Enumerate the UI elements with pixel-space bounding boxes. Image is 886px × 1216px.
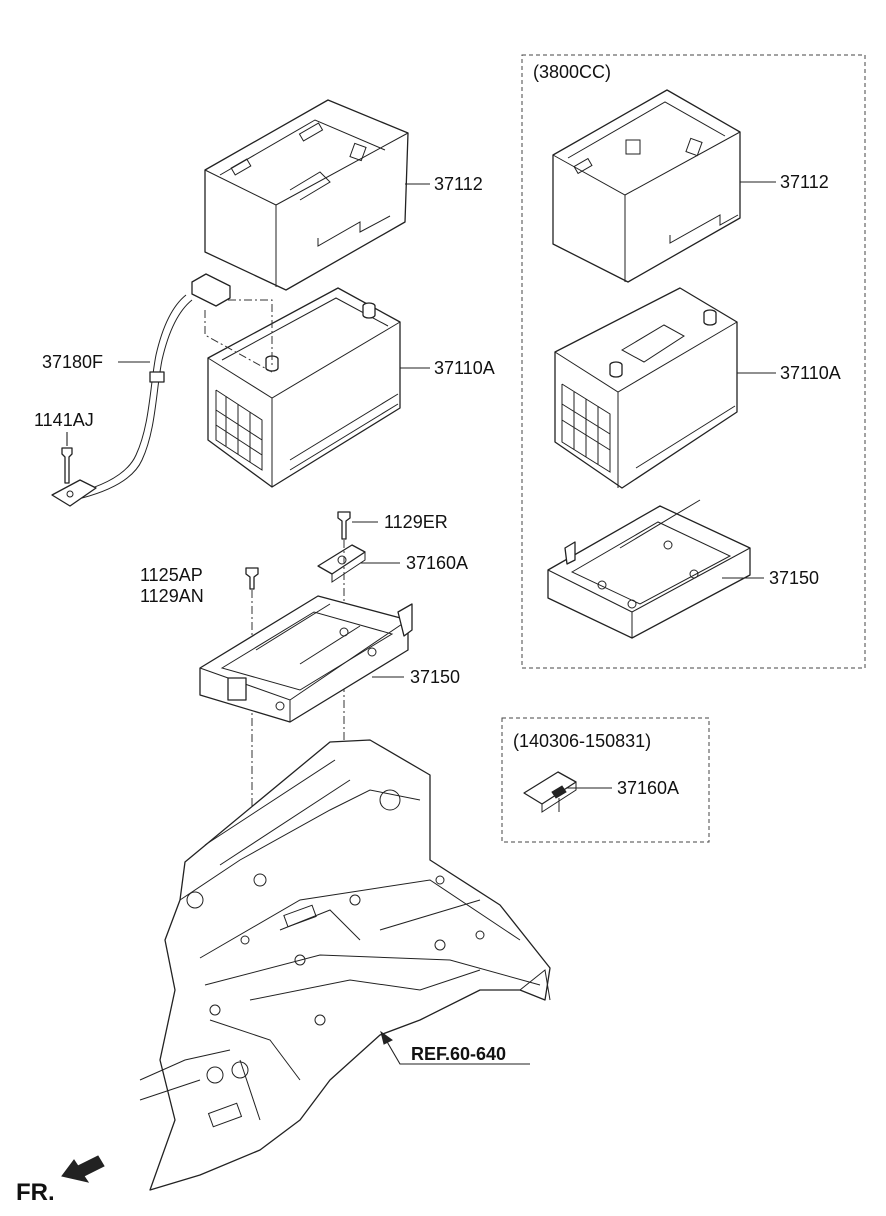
- label-37150-main: 37150: [410, 667, 461, 687]
- label-date-range: (140306-150831): [513, 731, 652, 751]
- label-37150-3800: 37150: [769, 568, 820, 588]
- bolt-1125ap: [245, 567, 259, 590]
- body-floor-panel: [139, 739, 551, 1191]
- front-arrow-icon: [61, 1155, 105, 1183]
- label-37112-main: 37112: [434, 174, 483, 194]
- bracket-37160a-alt: [523, 771, 577, 813]
- battery-tray-main: [199, 595, 413, 723]
- label-37160a-main: 37160A: [406, 553, 469, 573]
- label-3800cc: (3800CC): [533, 62, 612, 82]
- cable-terminal-dashline: [204, 310, 273, 373]
- label-37160a-alt: 37160A: [617, 778, 680, 798]
- bolt-1129er: [337, 511, 351, 540]
- bracket-37160a: [317, 544, 366, 583]
- ref-leader: [385, 1039, 530, 1065]
- label-37110a-main: 37110A: [434, 358, 495, 378]
- group-box-3800cc: [521, 54, 866, 669]
- label-1125ap: 1125AP: [140, 565, 203, 585]
- label-front: FR.: [16, 1179, 55, 1206]
- battery-tray-3800: [547, 499, 751, 639]
- label-1129an: 1129AN: [140, 586, 204, 606]
- battery-cover-main: [204, 99, 409, 291]
- label-ref-60-640: REF.60-640: [411, 1044, 507, 1064]
- label-1141aj: 1141AJ: [34, 410, 94, 430]
- battery-cable: [51, 273, 231, 507]
- label-37180f: 37180F: [42, 352, 104, 372]
- label-37110a-3800: 37110A: [780, 363, 841, 383]
- label-37112-3800: 37112: [780, 172, 829, 192]
- group-box-date-range: [501, 717, 710, 843]
- battery-main: [207, 287, 401, 488]
- battery-3800: [554, 287, 738, 489]
- battery-cover-3800: [552, 89, 741, 283]
- label-1129er: 1129ER: [384, 512, 448, 532]
